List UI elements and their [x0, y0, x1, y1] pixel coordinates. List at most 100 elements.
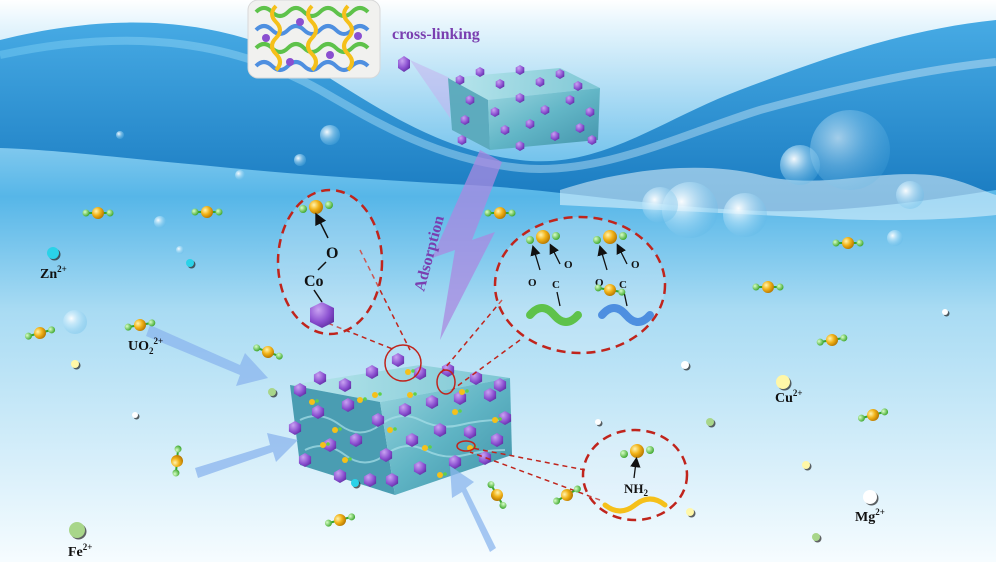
metal-ion [942, 309, 950, 317]
mg-ion-label: Mg2+ [855, 507, 885, 525]
diffusion-arrows [146, 325, 496, 552]
uranyl-ion [594, 284, 626, 296]
crystal-icon [310, 302, 334, 328]
crystal-icon [515, 141, 525, 151]
crystal-icon [425, 395, 439, 409]
uranyl-ion [752, 281, 784, 293]
crystal-icon [493, 378, 507, 392]
carboxyl-c-label: C [552, 279, 560, 291]
uranyl-ion [82, 207, 114, 219]
bubble [320, 125, 340, 145]
crystal-icon [500, 125, 510, 135]
uranyl-ion [487, 481, 507, 509]
crystal-icon [465, 95, 475, 105]
bubbles-group [63, 110, 924, 334]
metal-ion [706, 418, 716, 428]
metal-ion [71, 360, 81, 370]
bubble [294, 154, 306, 166]
uranyl-ion [253, 344, 283, 360]
bubble [810, 110, 890, 190]
cu-ion-label: Cu2+ [775, 388, 803, 406]
fe-ion-label: Fe2+ [68, 542, 92, 560]
crystal-icon [333, 469, 347, 483]
crystal-icon [433, 423, 447, 437]
crystal-icon [490, 433, 504, 447]
zoom-cone [410, 60, 450, 118]
hydrogel-cube-large [288, 353, 512, 495]
bubble [662, 182, 718, 238]
amine-label: NH2 [624, 481, 649, 498]
crystal-icon [460, 115, 470, 125]
uranyl-ion [832, 237, 864, 249]
polymer-network-inset [247, 0, 381, 79]
crystal-icon [413, 366, 427, 380]
crystal-icon [323, 438, 337, 452]
crystal-icon [338, 378, 352, 392]
crystal-icon [495, 79, 505, 89]
crystal-icon [535, 77, 545, 87]
bubble [896, 181, 924, 209]
bubble [780, 145, 820, 185]
metal-ion [681, 361, 691, 371]
crystal-icon [398, 403, 412, 417]
oxygen-label: O [326, 245, 338, 262]
crystal-icon [398, 56, 410, 72]
bubble [235, 170, 245, 180]
bubble [63, 310, 87, 334]
metal-ion [351, 479, 361, 489]
metal-ion [47, 247, 61, 261]
uranyl-ion [191, 206, 223, 218]
crystal-icon [341, 398, 355, 412]
uranyl-ion [324, 513, 356, 527]
carboxyl-coordination-inset: O C O O C O [493, 215, 667, 355]
crystal-icon [585, 107, 595, 117]
crystal-icon [365, 365, 379, 379]
bubble [723, 193, 767, 237]
uo2-ion-label: UO22+ [128, 336, 163, 356]
metal-ion [802, 461, 812, 471]
zoom-circle-co [384, 344, 422, 382]
crystal-icon [457, 135, 467, 145]
crystal-icon [448, 455, 462, 469]
crystal-icon [379, 448, 393, 462]
zoom-leader-lines [319, 249, 601, 501]
crystal-icon [413, 461, 427, 475]
crystal-icon [483, 388, 497, 402]
crystal-icon [565, 95, 575, 105]
crystal-icon [573, 81, 583, 91]
crystal-icon [515, 93, 525, 103]
amine-coordination-inset: NH2 [581, 428, 689, 522]
hydrogel-cube-small [448, 65, 600, 151]
crystal-icon [298, 453, 312, 467]
crystal-icon [587, 135, 597, 145]
uranyl-ion [124, 319, 156, 331]
zoom-circle-carboxyl [436, 369, 456, 395]
metal-ion [863, 490, 879, 506]
bubble [642, 187, 678, 223]
metal-ion [776, 375, 792, 391]
cobalt-label: Co [304, 273, 324, 290]
carboxyl-c-label: C [619, 279, 627, 291]
bubble [887, 230, 903, 246]
carboxyl-o-label: O [528, 277, 537, 289]
uranyl-ion [553, 485, 581, 505]
metal-ion [268, 388, 278, 398]
metal-ion [686, 508, 696, 518]
metal-ion [186, 259, 196, 269]
crystal-icon [575, 123, 585, 133]
crystal-icon [478, 451, 492, 465]
cross-linking-label: cross-linking [392, 26, 480, 43]
water-wave-highlight [0, 36, 996, 173]
crystal-icon [475, 67, 485, 77]
crystal-icon [385, 473, 399, 487]
crystal-icon [363, 473, 377, 487]
crystal-icon [540, 105, 550, 115]
metal-ion [812, 533, 822, 543]
crystal-icon [498, 411, 512, 425]
bubble [176, 246, 184, 254]
uranyl-ion [857, 408, 889, 422]
uranyl-ion [484, 207, 516, 219]
crystal-icon [555, 69, 565, 79]
zn-ion-label: Zn2+ [40, 264, 67, 282]
